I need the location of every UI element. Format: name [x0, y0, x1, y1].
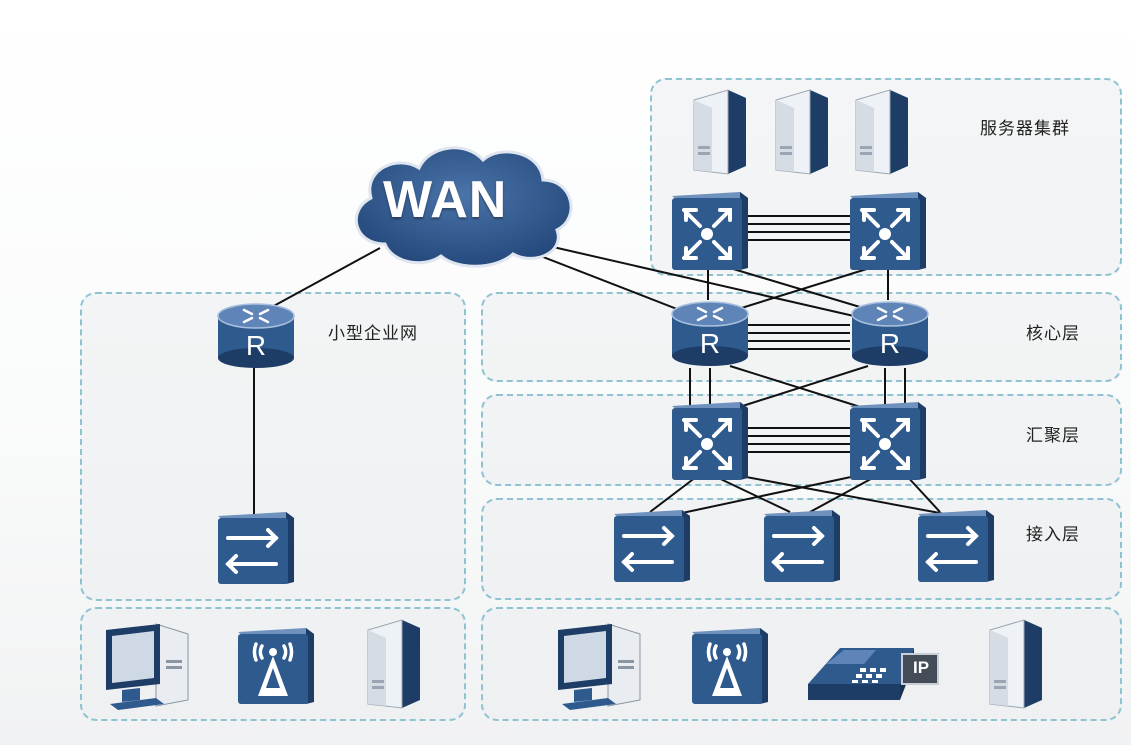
pc-icon [558, 623, 641, 710]
small-enterprise-label: 小型企业网 [328, 324, 418, 344]
server-cluster-label: 服务器集群 [980, 119, 1070, 139]
server-icon [855, 89, 908, 175]
switch-icon [614, 510, 690, 582]
router-label: R [245, 330, 267, 361]
router-label: R [699, 328, 721, 359]
switch-icon [764, 510, 840, 582]
pc-icon [106, 623, 189, 710]
router-icon: R [668, 296, 752, 368]
l3-switch-icon [850, 192, 926, 270]
wan-label: WAN [383, 171, 508, 229]
aggregation-layer-label: 汇聚层 [1026, 426, 1080, 446]
router-label: R [879, 328, 901, 359]
ip-phone-icon: IP [804, 634, 944, 714]
l3-switch-icon [672, 192, 748, 270]
switch-icon [918, 510, 994, 582]
wan-cloud-icon [354, 146, 573, 268]
server-icon [775, 89, 828, 175]
router-icon: R [214, 298, 298, 370]
wireless-ap-icon [238, 628, 314, 704]
core-layer-label: 核心层 [1026, 324, 1080, 344]
server-icon [367, 619, 420, 709]
ip-badge-label: IP [912, 658, 930, 677]
l3-switch-icon [850, 402, 926, 480]
server-icon [989, 619, 1042, 709]
l3-switch-icon [672, 402, 748, 480]
core-layer-zone [481, 292, 1122, 382]
server-icon [693, 89, 746, 175]
router-icon: R [848, 296, 932, 368]
aggregation-layer-zone [481, 394, 1122, 486]
switch-icon [218, 512, 294, 584]
wireless-ap-icon [692, 628, 768, 704]
access-layer-label: 接入层 [1026, 525, 1080, 545]
